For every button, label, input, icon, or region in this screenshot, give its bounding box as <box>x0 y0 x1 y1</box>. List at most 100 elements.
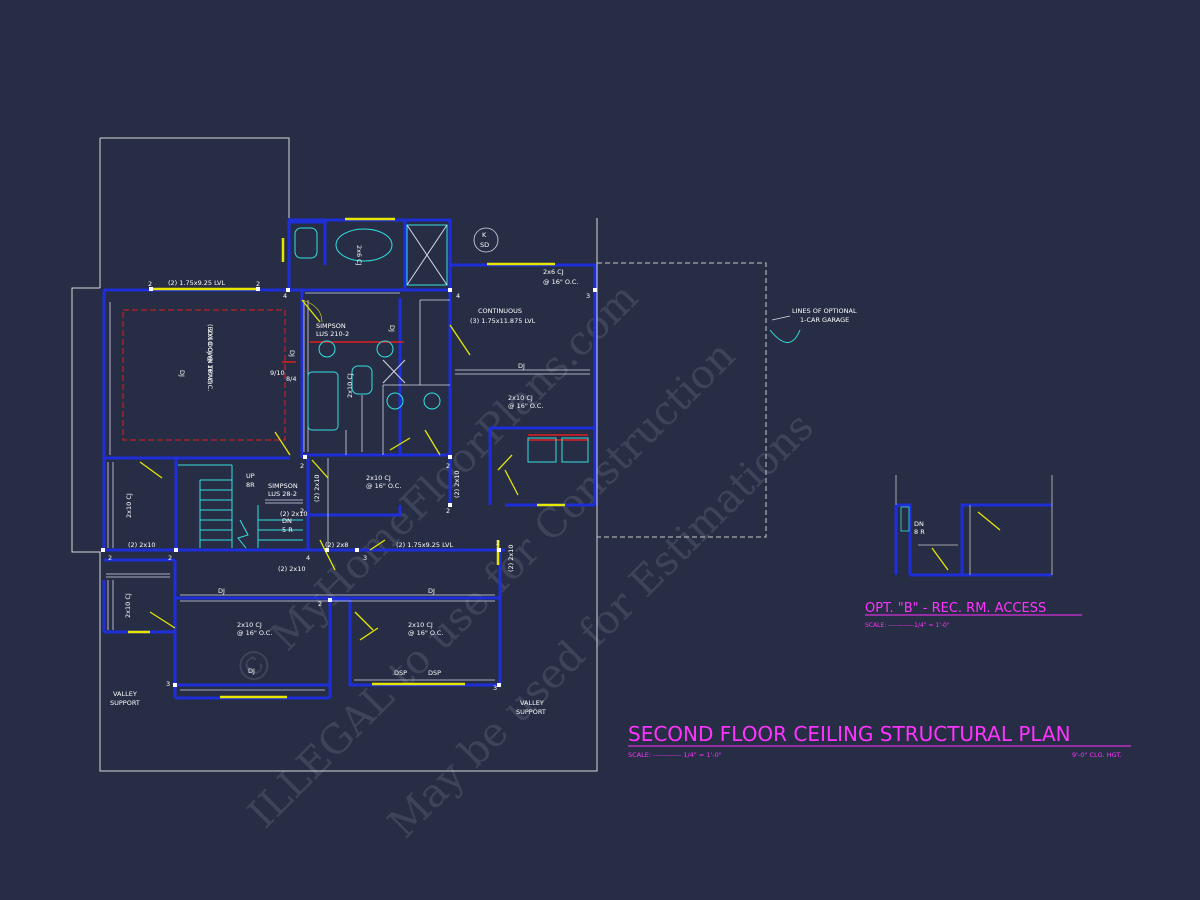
label-dj: DJ <box>518 362 525 370</box>
label-support: SUPPORT <box>110 699 140 707</box>
label-n2: 2 <box>300 507 304 515</box>
label-simpson: SIMPSON <box>316 322 346 330</box>
detail-drawing: DN 8 R OPT. "B" - REC. RM. ACCESS SCALE:… <box>865 475 1082 629</box>
label-dj-vert: DJ <box>288 350 296 357</box>
detail-scale: SCALE: ------------1/4" = 1'-0" <box>865 622 950 629</box>
label-up: UP <box>246 472 255 480</box>
label-n3: 3 <box>166 680 170 688</box>
ceiling-height: 9'-0" CLG. HGT. <box>1072 751 1122 759</box>
label-dsp: DSP <box>394 669 407 677</box>
label-beam-top: (2) 1.75x9.25 LVL <box>168 279 225 287</box>
label-2x10-vert: (2) 2x10 <box>313 474 321 502</box>
label-n2: 2 <box>318 600 322 608</box>
doors <box>139 299 519 641</box>
smoke-detector-icon <box>473 227 499 253</box>
label-sd: SD <box>480 241 489 249</box>
walls <box>102 218 597 700</box>
detail-dn: DN <box>914 520 924 528</box>
stairs-icon <box>178 464 303 549</box>
label-2x8: (2) 2x8 <box>325 541 348 549</box>
label-cj-oc: @ 16" O.C. <box>237 629 272 637</box>
label-cj-oc: @ 16" O.C. <box>543 278 578 286</box>
plan-title: SECOND FLOOR CEILING STRUCTURAL PLAN <box>628 722 1071 746</box>
tray-ceiling-outline <box>122 309 286 441</box>
label-up-r: 8R <box>246 481 255 489</box>
label-cj-tray: 2x10 CJ @ 16" O.C. <box>206 329 214 391</box>
toilet-icon <box>351 365 373 395</box>
label-n2: 2 <box>108 554 112 562</box>
shower-icon <box>406 224 448 286</box>
label-n3: 3 <box>586 292 590 300</box>
sink-icon <box>423 392 441 410</box>
label-valley: VALLEY <box>520 699 544 707</box>
label-cj-vert: 2x10 CJ <box>124 593 132 618</box>
label-simpson-2: SIMPSON <box>268 482 298 490</box>
label-ninety: 9/10 <box>270 369 285 377</box>
label-cj-2x6: 2x6 CJ <box>543 268 564 276</box>
bathtub-icon <box>335 228 393 262</box>
label-dj: DJ <box>178 370 186 377</box>
label-tray-note: (BOX DOWN TRAY) <box>206 324 214 384</box>
label-n2: 2 <box>256 280 260 288</box>
label-cj-vert: 2x10 CJ <box>346 373 354 398</box>
interior-lines <box>106 292 590 691</box>
label-valley: VALLEY <box>113 690 137 698</box>
label-k: K <box>482 231 487 239</box>
title-block: SECOND FLOOR CEILING STRUCTURAL PLAN SCA… <box>628 722 1131 759</box>
optional-garage-outline <box>597 262 767 538</box>
label-garage: LINES OF OPTIONAL <box>792 307 857 315</box>
label-n4: 4 <box>456 292 460 300</box>
plan-labels: (2) 1.75x9.25 LVL 2 2 DJ 2x10 CJ @ 16" O… <box>108 231 857 716</box>
label-cj-oc: @ 16" O.C. <box>408 629 443 637</box>
label-dj: DJ <box>428 587 435 595</box>
post-nodes <box>101 287 597 687</box>
label-dsp: DSP <box>428 669 441 677</box>
label-cj-2x10: 2x10 CJ <box>237 621 262 629</box>
label-2x10-vert: (2) 2x10 <box>507 544 515 572</box>
label-dj-vert: DJ <box>388 325 396 332</box>
label-cj-vert: 2x6 CJ <box>355 245 363 266</box>
label-garage-2: 1-CAR GARAGE <box>800 316 849 324</box>
sink-icon <box>386 392 404 410</box>
label-n2: 2 <box>446 462 450 470</box>
sink-icon <box>318 340 336 358</box>
sink-icon <box>376 340 394 358</box>
label-n4: 4 <box>283 292 287 300</box>
label-cj-2x10: 2x10 CJ <box>366 474 391 482</box>
plan-scale: SCALE: ------------ 1/4" = 1'-0" <box>628 751 722 759</box>
label-n2: 2 <box>496 539 500 547</box>
label-n2: 2 <box>148 280 152 288</box>
label-n4: 4 <box>306 554 310 562</box>
label-beam-mid: (2) 1.75x9.25 LVL <box>396 541 453 549</box>
label-dn-r: 5 R <box>282 526 293 534</box>
label-eighty: 8/4 <box>286 375 296 383</box>
label-n2: 2 <box>446 507 450 515</box>
label-cj-oc: @ 16" O.C. <box>366 482 401 490</box>
garage-leader <box>769 329 801 343</box>
windows <box>128 217 565 699</box>
label-lus-210: LUS 210-2 <box>316 330 349 338</box>
label-n3: 3 <box>493 684 497 692</box>
label-lvl-cont: (3) 1.75x11.875 LVL <box>470 317 536 325</box>
toilet-icon <box>294 227 318 259</box>
watermark: © MyHomeFloorPlans.com ILLEGAL to use fo… <box>225 274 823 847</box>
vertical-labels: 2x6 CJ 2x10 CJ 2x10 CJ 2x10 CJ (2) 2x10 … <box>124 245 515 618</box>
label-continuous: CONTINUOUS <box>478 307 522 315</box>
label-dn: DN <box>282 517 292 525</box>
detail-riser: 8 R <box>914 528 925 536</box>
detail-title: OPT. "B" - REC. RM. ACCESS <box>865 601 1046 616</box>
label-2x10: (2) 2x10 <box>280 510 308 518</box>
label-dj: DJ <box>248 667 255 675</box>
washer-icon <box>527 437 557 463</box>
label-n3: 3 <box>363 554 367 562</box>
roof-outline <box>71 137 598 772</box>
label-n2: 2 <box>300 462 304 470</box>
label-cj-vert: 2x10 CJ <box>125 493 133 518</box>
label-2x10: (2) 2x10 <box>278 565 306 573</box>
label-2x10-vert: (2) 2x10 <box>453 470 461 498</box>
label-lus-28: LUS 28-2 <box>268 490 297 498</box>
label-support: SUPPORT <box>516 708 546 716</box>
label-cj-oc: @ 16" O.C. <box>508 402 543 410</box>
label-dj: DJ <box>218 587 225 595</box>
